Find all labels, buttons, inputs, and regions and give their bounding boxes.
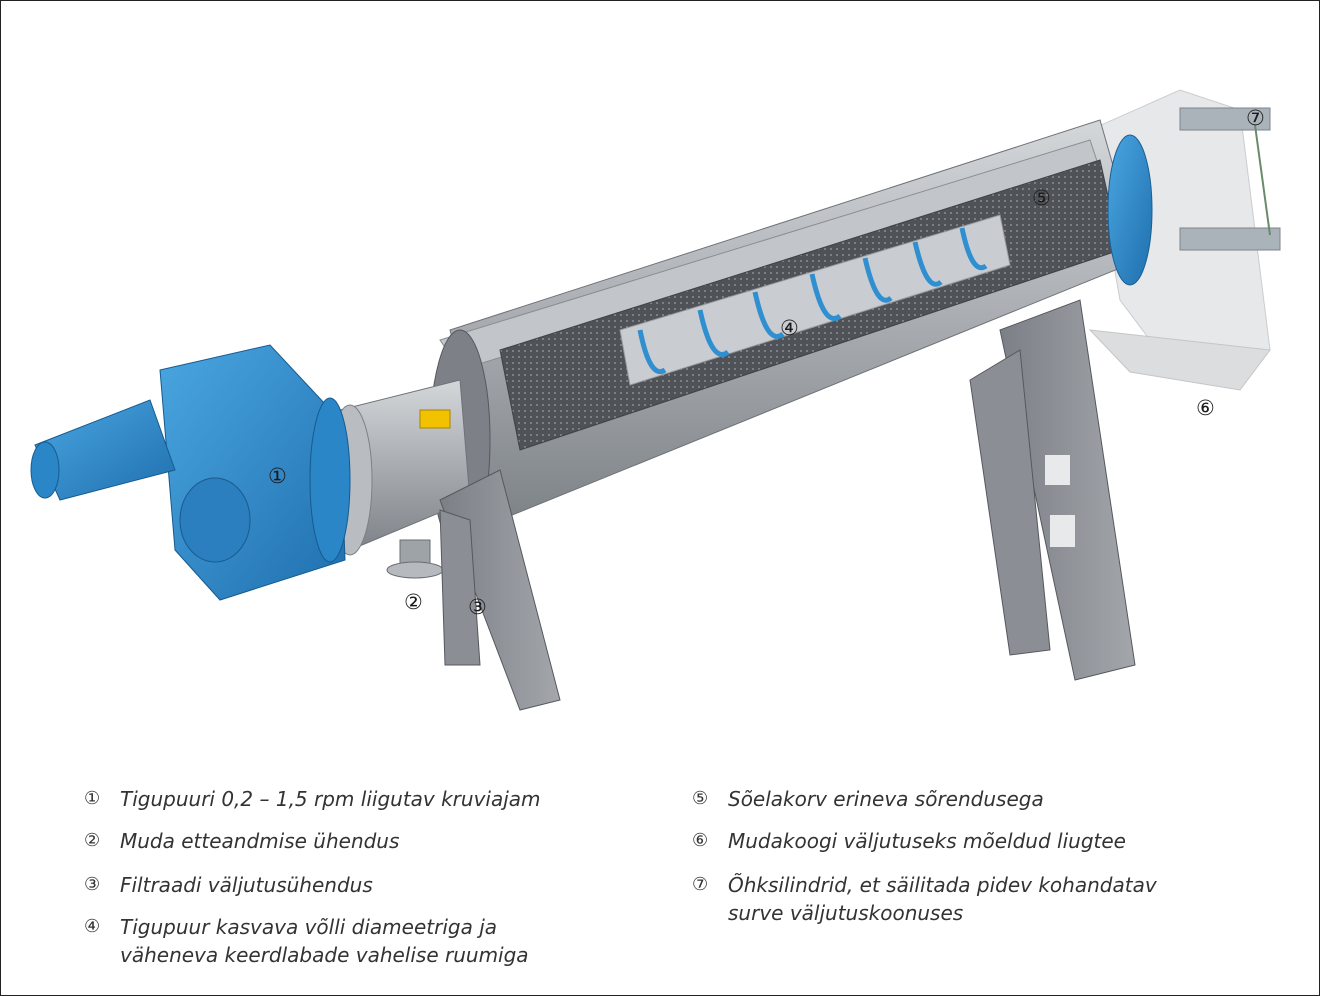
legend-number: ④ (84, 916, 101, 937)
callout-screen-basket: ⑤ (1032, 186, 1051, 210)
legend-text: Tigupuuri 0,2 – 1,5 rpm liigutav kruviaj… (120, 787, 541, 811)
discharge-flange (1107, 134, 1153, 286)
support-frame (439, 299, 1136, 711)
legend-item: ⑤ Sõelakorv erineva sõrendusega (692, 785, 1188, 813)
legend-text: Muda etteandmise ühendus (120, 829, 400, 853)
callout-auger: ④ (780, 316, 799, 340)
air-cylinders (1179, 107, 1281, 251)
callout-discharge-chute: ⑥ (1196, 396, 1215, 420)
callout-drive: ① (268, 464, 287, 488)
legend-number: ③ (84, 874, 101, 895)
legend-number: ⑥ (692, 830, 709, 851)
legend-number: ① (84, 788, 101, 809)
legend-text: Õhksilindrid, et säilitada pidev kohanda… (728, 873, 1157, 925)
legend-item: ③ Filtraadi väljutusühendus (84, 871, 580, 899)
drive-unit (30, 344, 351, 601)
legend-item: ⑥ Mudakoogi väljutuseks mõeldud liugtee (692, 827, 1188, 855)
legend-text: Filtraadi väljutusühendus (120, 873, 373, 897)
callout-air-cylinders: ⑦ (1246, 106, 1265, 130)
auger-screw (637, 227, 988, 375)
legend-number: ② (84, 830, 101, 851)
legend-item: ② Muda etteandmise ühendus (84, 827, 580, 855)
legend-item: ① Tigupuuri 0,2 – 1,5 rpm liigutav kruvi… (84, 785, 580, 813)
callout-sludge-inlet: ② (404, 590, 423, 614)
legend-item: ⑦ Õhksilindrid, et säilitada pidev kohan… (692, 871, 1198, 927)
legend-text: Mudakoogi väljutuseks mõeldud liugtee (728, 829, 1126, 853)
legend-item: ④ Tigupuur kasvava võlli diameetriga ja … (84, 913, 550, 969)
legend-number: ⑦ (692, 874, 709, 895)
screw-press-illustration (30, 89, 1281, 711)
legend-text: Sõelakorv erineva sõrendusega (728, 787, 1044, 811)
legend-text: Tigupuur kasvava võlli diameetriga ja vä… (120, 915, 529, 967)
callout-filtrate-outlet: ③ (468, 595, 487, 619)
legend-number: ⑤ (692, 788, 709, 809)
